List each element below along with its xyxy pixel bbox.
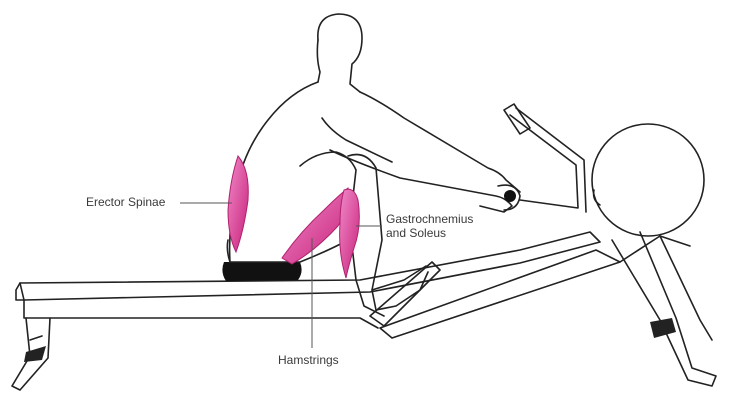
seat — [222, 262, 301, 281]
erector-spinae-muscle — [228, 156, 248, 252]
label-erector-spinae: Erector Spinae — [86, 195, 165, 209]
label-gastrocnemius-line1: Gastrochnemius — [386, 212, 473, 226]
rear-foot-pad — [650, 318, 676, 338]
front-foot-pad — [24, 346, 46, 362]
label-hamstrings: Hamstrings — [278, 353, 339, 367]
label-gastrocnemius-soleus: Gastrochnemius and Soleus — [386, 212, 473, 240]
handle-grip — [504, 190, 516, 202]
label-gastrocnemius-line2: and Soleus — [386, 226, 473, 240]
muscles — [228, 156, 359, 278]
hamstrings-muscle — [282, 188, 349, 264]
head — [318, 14, 362, 92]
rowing-machine-frame — [12, 104, 716, 390]
gastrocnemius-muscle — [340, 189, 360, 278]
flywheel — [592, 124, 704, 236]
